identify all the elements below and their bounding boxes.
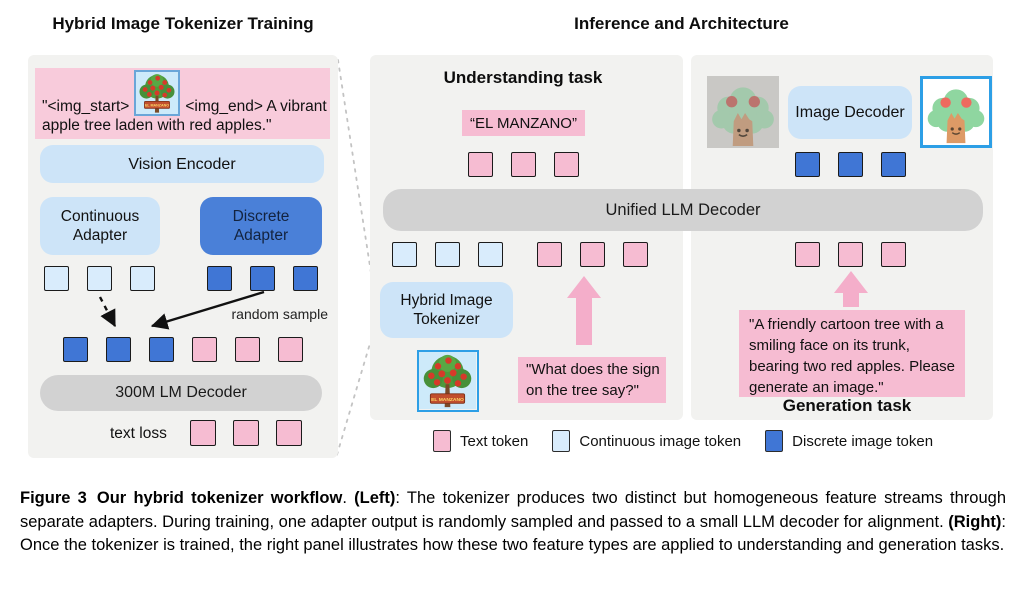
legend-label: Text token	[460, 432, 529, 450]
figure-caption: Figure 3 Our hybrid tokenizer workflow. (…	[20, 487, 1006, 558]
unified-llm-decoder-bar: Unified LLM Decoder	[383, 189, 983, 231]
question-text-box: "What does the sign on the tree say?"	[518, 357, 666, 403]
pink-token-square	[554, 152, 579, 177]
left-section-title: Hybrid Image Tokenizer Training	[52, 14, 314, 33]
blue-token-square	[250, 266, 275, 291]
lightblue-token-square	[87, 266, 112, 291]
blue-swatch-icon	[765, 430, 784, 452]
discrete-adapter-box: Discrete Adapter	[200, 197, 322, 255]
lightblue-token-square	[478, 242, 503, 267]
lightblue-token-square	[130, 266, 155, 291]
generation-prompt-box: "A friendly cartoon tree with a smiling …	[739, 310, 965, 397]
pink-token-square	[192, 337, 217, 362]
blue-token-square	[881, 152, 906, 177]
text-loss-label: text loss	[110, 425, 167, 442]
text-input-arrow	[567, 276, 601, 345]
discrete-token-row	[207, 266, 318, 291]
gen-input-text-token-row	[795, 242, 906, 267]
caption-right-label: (Right)	[948, 512, 1002, 531]
pink-swatch-icon	[433, 430, 451, 452]
hybrid-tokenizer-box: Hybrid Image Tokenizer	[380, 282, 513, 338]
output-discrete-token-row	[795, 152, 906, 177]
answer-text-box: “EL MANZANO”	[462, 110, 585, 136]
pink-token-square	[190, 420, 216, 446]
vision-encoder-box: Vision Encoder	[40, 145, 324, 183]
prompt-text-line2: apple tree laden with red apples."	[42, 117, 272, 134]
figure-number: Figure 3	[20, 489, 87, 507]
gen-text-input-arrow	[834, 271, 868, 307]
prompt-text-post: <img_end> A vibrant	[185, 98, 327, 115]
blue-token-square	[293, 266, 318, 291]
legend-item-discrete-token: Discrete image token	[765, 430, 933, 452]
pink-token-square	[511, 152, 536, 177]
caption-text: : The tokenizer produces two distinct bu…	[20, 489, 1007, 531]
pink-token-square	[235, 337, 260, 362]
input-text-token-row	[537, 242, 648, 267]
lightblue-token-square	[392, 242, 417, 267]
blue-token-square	[149, 337, 174, 362]
right-section-title: Inference and Architecture	[574, 14, 789, 33]
generation-task-title: Generation task	[782, 396, 912, 415]
pink-token-square	[276, 420, 302, 446]
legend-label: Discrete image token	[792, 432, 934, 450]
blue-token-square	[838, 152, 863, 177]
generated-tree-image	[920, 76, 992, 148]
pink-token-square	[623, 242, 648, 267]
random-sample-label: random sample	[231, 306, 329, 322]
legend-item-continuous-token: Continuous image token	[552, 430, 741, 452]
training-panel: "<img_start> EL MANZANO <img_end	[28, 55, 338, 458]
pink-token-square	[537, 242, 562, 267]
lightblue-token-square	[435, 242, 460, 267]
pink-token-square	[278, 337, 303, 362]
prompt-text-pre: "<img_start>	[42, 98, 130, 115]
caption-text: .	[342, 489, 355, 507]
caption-text: : Once the tokenizer is trained, the rig…	[20, 512, 1006, 555]
pink-token-square	[838, 242, 863, 267]
training-prompt-box: "<img_start> EL MANZANO <img_end	[35, 68, 330, 139]
apple-tree-thumbnail: EL MANZANO	[134, 70, 181, 116]
pink-token-square	[795, 242, 820, 267]
apple-tree-input-image: EL MANZANO	[417, 350, 479, 412]
sampling-arrows	[98, 290, 265, 330]
lightblue-swatch-icon	[552, 430, 571, 452]
generation-panel: Image Decoder "A friendly cartoon tree w…	[691, 55, 993, 420]
pink-token-square	[580, 242, 605, 267]
output-text-token-row	[468, 152, 579, 177]
legend-item-text-token: Text token	[433, 430, 528, 452]
lightblue-token-square	[44, 266, 69, 291]
token-legend: Text token Continuous image token Discre…	[433, 430, 933, 452]
pink-token-square	[468, 152, 493, 177]
sampled-token-row	[63, 337, 303, 362]
blue-token-square	[106, 337, 131, 362]
blue-token-square	[63, 337, 88, 362]
caption-title: Our hybrid tokenizer workflow	[96, 489, 343, 507]
understanding-panel: Understanding task “EL MANZANO” Hybrid I…	[370, 55, 683, 420]
lm-decoder-bar: 300M LM Decoder	[40, 375, 322, 411]
image-decoder-box: Image Decoder	[788, 86, 912, 139]
legend-label: Continuous image token	[579, 432, 742, 450]
continuous-adapter-box: Continuous Adapter	[40, 197, 160, 255]
loss-token-row	[190, 420, 302, 446]
input-continuous-token-row	[392, 242, 503, 267]
understanding-task-title: Understanding task	[443, 68, 603, 87]
blue-token-square	[795, 152, 820, 177]
pink-token-square	[233, 420, 259, 446]
blue-token-square	[207, 266, 232, 291]
pink-token-square	[881, 242, 906, 267]
continuous-token-row	[44, 266, 155, 291]
caption-left-label: (Left)	[354, 489, 396, 507]
noisy-tree-image	[707, 76, 779, 148]
svg-text:EL MANZANO: EL MANZANO	[431, 397, 464, 403]
svg-text:EL MANZANO: EL MANZANO	[145, 104, 169, 108]
